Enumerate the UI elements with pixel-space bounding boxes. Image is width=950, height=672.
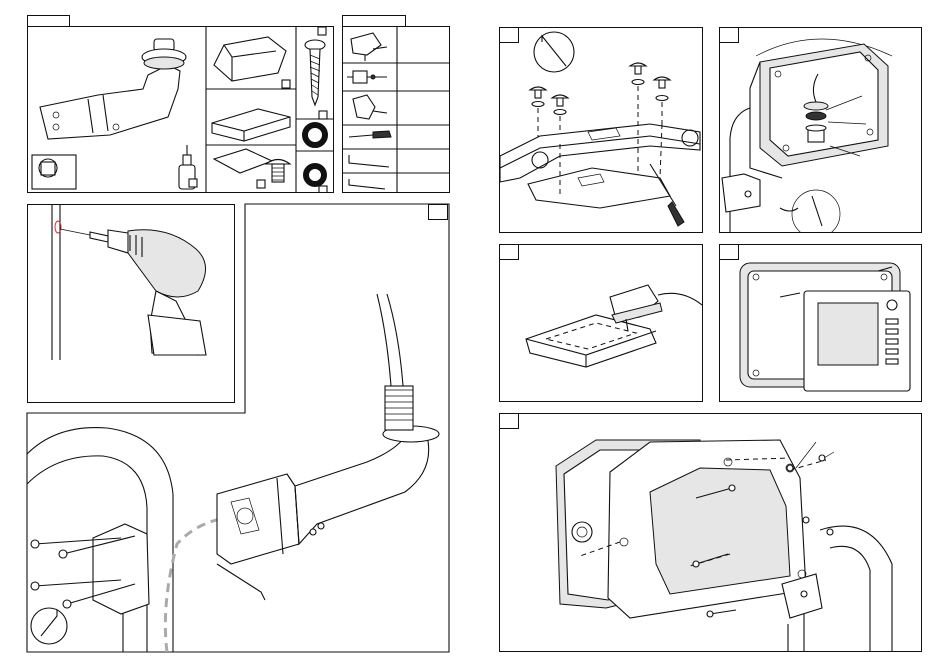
- cover-housing-icon: [608, 440, 806, 618]
- jigsaw-tool-icon: [351, 33, 387, 61]
- washer-ring-icon: [305, 125, 325, 145]
- power-drill-icon: [60, 229, 206, 355]
- final-mount-step-panel: [499, 413, 922, 652]
- rotation-arrow-icon: [792, 190, 840, 233]
- cut-template-step-panel: [499, 244, 703, 402]
- plate-part-icon: [214, 149, 272, 173]
- parts-contents-drawing: [28, 27, 334, 193]
- display-housing-icon: [750, 44, 888, 178]
- page-gutter: [460, 0, 490, 672]
- fishfinder-display-icon: [804, 291, 910, 391]
- drill-step-panel: [27, 204, 235, 403]
- hex-key-large-icon: [349, 155, 389, 167]
- arm-stub-icon: [722, 108, 760, 233]
- arm-part-icon: [40, 39, 186, 139]
- rail-bracket-icon: [93, 524, 149, 614]
- mount-arm-step-panel: [27, 414, 449, 652]
- button-screw-icon: [266, 160, 290, 183]
- cut-template-step-drawing: [500, 245, 703, 402]
- pad-part-icon: [212, 109, 290, 141]
- display-fit-step-drawing: [720, 245, 922, 402]
- cover-part-icon: [214, 37, 286, 81]
- tools-required-drawing: [343, 27, 450, 193]
- tools-required-panel: [342, 26, 450, 193]
- gimbal-assembly-step-panel: [719, 27, 922, 233]
- hole-saw-tool-icon: [353, 95, 387, 119]
- sticker-part-icon: [32, 155, 76, 189]
- base-screw-step-panel: [499, 27, 703, 233]
- screwdriver-tool-icon: [349, 131, 391, 138]
- drill-step-drawing: [28, 205, 235, 403]
- gimbal-assembly-step-drawing: [720, 28, 922, 233]
- hex-key-callout-icon: [31, 608, 67, 644]
- hex-key-small-icon: [349, 179, 385, 189]
- mounting-arm-icon: [217, 294, 439, 564]
- base-screw-step-drawing: [500, 28, 703, 233]
- mount-arm-step-badge: [428, 204, 448, 220]
- mount-arm-step-drawing: [27, 414, 449, 652]
- washer-ring-small-icon: [306, 166, 324, 184]
- final-mount-step-drawing: [500, 414, 922, 652]
- template-pad-icon: [526, 315, 656, 367]
- hex-key-callout-icon: [534, 32, 574, 72]
- drill-bit-tool-icon: [347, 71, 387, 83]
- wood-screw-icon: [305, 40, 325, 105]
- display-fit-step-panel: [719, 244, 922, 402]
- parts-contents-panel: [27, 26, 334, 193]
